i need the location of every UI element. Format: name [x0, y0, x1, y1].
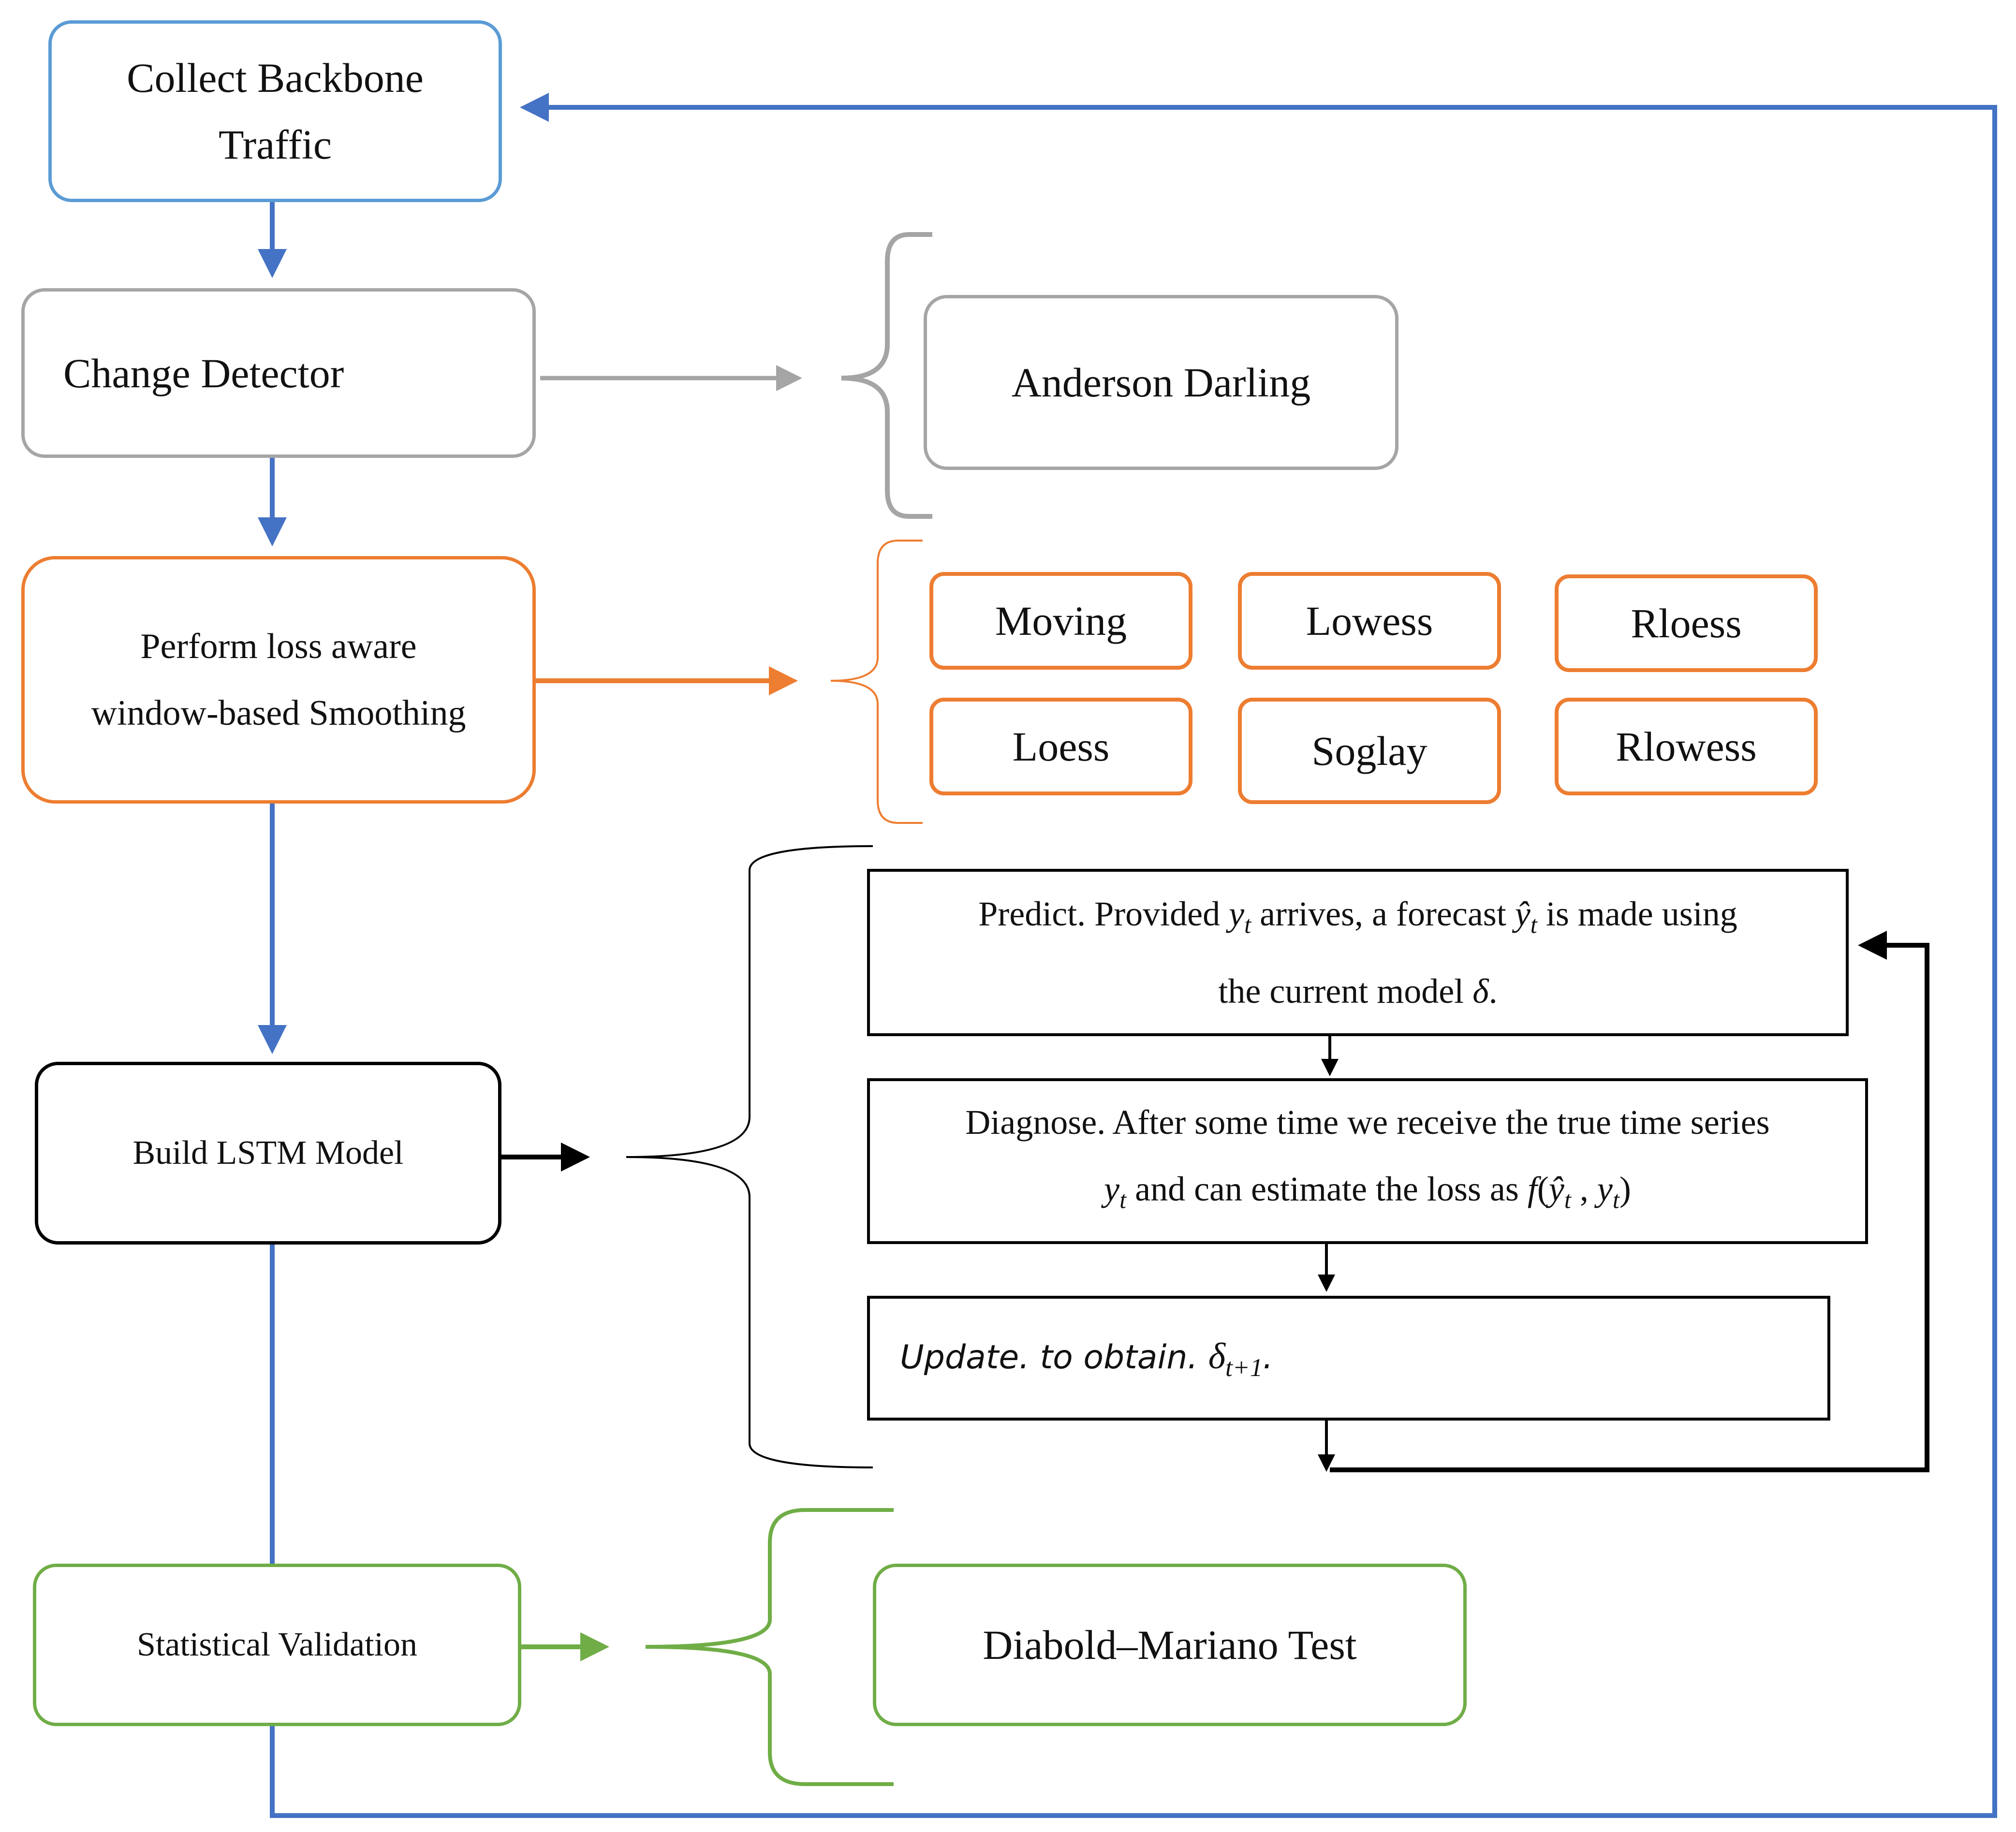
step-loop	[1330, 931, 1929, 1472]
brace-anderson	[841, 232, 932, 519]
diagnose-step-box: Diagnose. After some time we receive the…	[867, 1078, 1868, 1244]
feedback-loop	[270, 93, 1997, 1818]
statistical-validation-label: Statistical Validation	[136, 1626, 418, 1663]
predict-var-y: yt	[1229, 894, 1251, 938]
statistical-validation-box: Statistical Validation	[33, 1564, 521, 1726]
method-loess-label: Loess	[1012, 723, 1110, 770]
method-moving-label: Moving	[995, 598, 1127, 644]
diagnose-line2: yt and can estimate the loss as f(ŷt , y…	[965, 1156, 1769, 1233]
diebold-mariano-label: Diabold–Mariano Test	[983, 1622, 1357, 1668]
predict-line2: the current model δ.	[978, 958, 1737, 1025]
lstm-model-box: Build LSTM Model	[35, 1062, 501, 1245]
brace-dm	[645, 1508, 894, 1786]
brace-steps	[626, 845, 873, 1468]
diagnose-var-yhat: ŷt	[1548, 1170, 1571, 1213]
method-soglay: Soglay	[1238, 698, 1501, 804]
diebold-mariano-box: Diabold–Mariano Test	[873, 1564, 1467, 1726]
brace-methods	[830, 540, 923, 824]
predict-step-box: Predict. Provided yt arrives, a forecast…	[867, 869, 1849, 1036]
diagnose-func-f: f	[1527, 1170, 1537, 1209]
update-text-1: Update. to obtain.	[900, 1338, 1208, 1377]
predict-text-5: .	[1488, 972, 1498, 1011]
diagnose-var-y-sub: t	[1119, 1186, 1127, 1214]
diagnose-var-y2: yt	[1597, 1170, 1619, 1213]
diagnose-var-yhat-sub: t	[1564, 1186, 1571, 1214]
update-var-delta-symbol: δ	[1208, 1336, 1226, 1377]
predict-text-4: the current model	[1218, 972, 1473, 1011]
collect-line2: Traffic	[218, 121, 332, 168]
change-detector-box: Change Detector	[21, 288, 536, 458]
diagnose-var-y-symbol: y	[1104, 1170, 1120, 1209]
lstm-model-label: Build LSTM Model	[132, 1134, 404, 1172]
diagnose-var-y2-sub: t	[1612, 1186, 1619, 1214]
method-lowess-label: Lowess	[1306, 598, 1433, 644]
update-text-2: .	[1263, 1338, 1273, 1377]
update-var-delta: δt+1	[1208, 1336, 1263, 1382]
method-moving: Moving	[929, 572, 1192, 670]
diagnose-comma: ,	[1571, 1170, 1597, 1209]
predict-var-yhat-sub: t	[1530, 911, 1537, 938]
predict-var-yhat-symbol: ŷ	[1515, 894, 1530, 933]
smoothing-line2: window-based Smoothing	[91, 693, 466, 733]
update-step-box: Update. to obtain. δt+1.	[867, 1296, 1830, 1421]
change-detector-label: Change Detector	[63, 350, 344, 396]
method-lowess: Lowess	[1238, 572, 1501, 670]
method-loess: Loess	[929, 698, 1192, 795]
diagnose-text-2: and can estimate the loss as	[1126, 1170, 1528, 1209]
predict-text-1: Predict. Provided	[978, 894, 1229, 933]
anderson-darling-label: Anderson Darling	[1011, 359, 1311, 406]
diagnose-var-y2-symbol: y	[1597, 1170, 1613, 1209]
method-rlowess-label: Rlowess	[1616, 723, 1757, 770]
anderson-darling-box: Anderson Darling	[924, 295, 1398, 470]
predict-var-yhat: ŷt	[1515, 894, 1537, 938]
predict-var-y-symbol: y	[1229, 894, 1245, 933]
diagnose-var-yhat-symbol: ŷ	[1548, 1170, 1564, 1209]
method-rloess-label: Rloess	[1631, 600, 1742, 646]
predict-line1: Predict. Provided yt arrives, a forecast…	[978, 880, 1737, 958]
predict-var-y-sub: t	[1244, 911, 1251, 938]
collect-line1: Collect Backbone	[127, 55, 424, 101]
predict-var-delta: δ	[1472, 972, 1489, 1011]
diagnose-paren-open: (	[1537, 1170, 1549, 1209]
update-var-delta-sub: t+1	[1225, 1353, 1263, 1382]
update-line: Update. to obtain. δt+1.	[900, 1323, 1273, 1401]
predict-text-2: arrives, a forecast	[1251, 894, 1515, 933]
smoothing-line1: Perform loss aware	[140, 627, 417, 666]
diagnose-paren-close: )	[1619, 1170, 1631, 1209]
method-rlowess: Rlowess	[1555, 698, 1818, 795]
diagnose-var-y: yt	[1104, 1170, 1126, 1213]
diagnose-line1: Diagnose. After some time we receive the…	[965, 1103, 1770, 1142]
predict-text-3: is made using	[1537, 894, 1737, 933]
method-soglay-label: Soglay	[1311, 728, 1427, 774]
smoothing-box: Perform loss aware window-based Smoothin…	[21, 556, 536, 804]
collect-traffic-box: Collect Backbone Traffic	[48, 20, 502, 202]
method-rloess: Rloess	[1555, 574, 1818, 672]
